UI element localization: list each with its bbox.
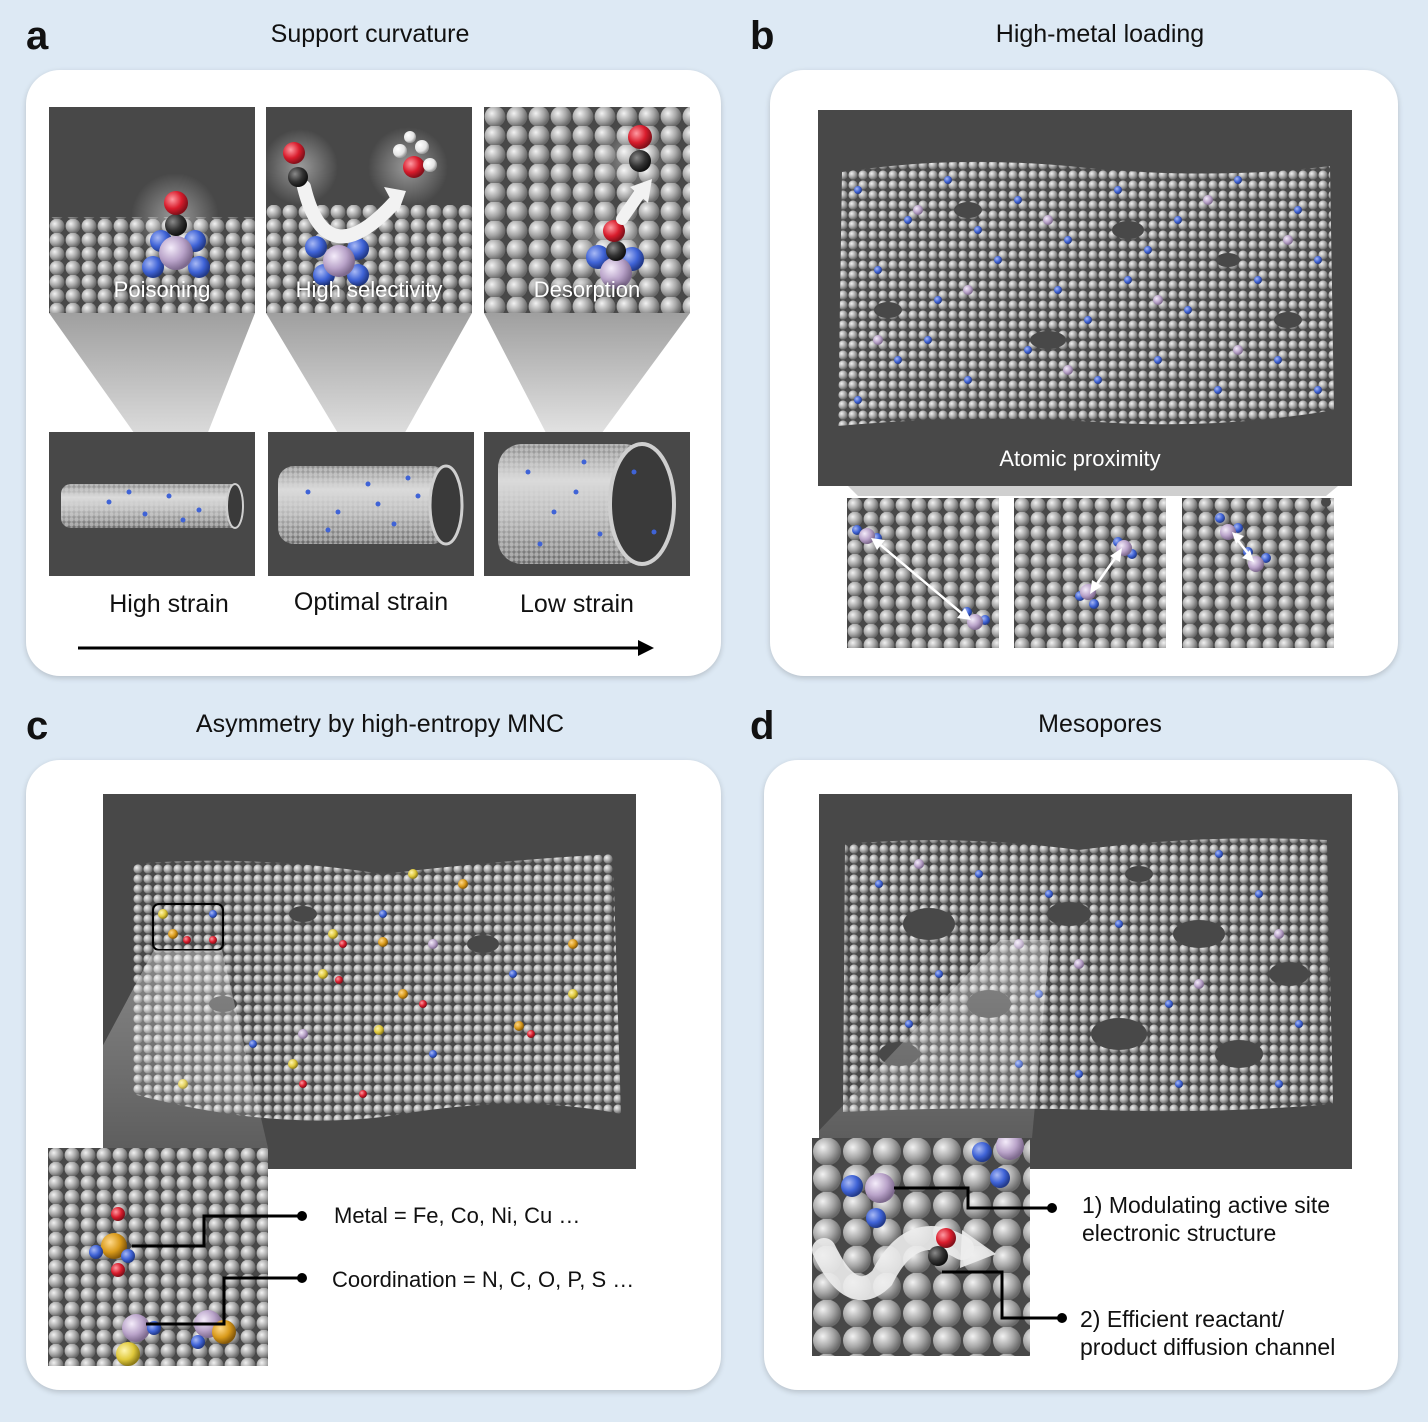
panel-d-letter: d bbox=[750, 704, 775, 748]
high-strain-label: High strain bbox=[109, 590, 229, 618]
proximity-connector bbox=[848, 486, 1338, 496]
panel-c-card: Metal = Fe, Co, Ni, Cu … Coordination = … bbox=[26, 760, 721, 1390]
optimal-strain-tube bbox=[268, 432, 474, 576]
selectivity-label: High selectivity bbox=[295, 277, 443, 302]
panel-d-card: 1) Modulating active site electronic str… bbox=[764, 760, 1398, 1390]
panel-a-card: Poisoning High selectivity bbox=[26, 70, 721, 676]
panel-a-letter: a bbox=[26, 14, 49, 58]
optimal-strain-label: Optimal strain bbox=[293, 588, 449, 616]
panel-a-title: Support curvature bbox=[270, 20, 470, 48]
callout-lines-c bbox=[268, 1211, 307, 1283]
proximity-inset-far bbox=[847, 498, 999, 648]
low-strain-label: Low strain bbox=[520, 590, 634, 618]
poisoning-label: Poisoning bbox=[113, 277, 211, 302]
panel-d-title: Mesopores bbox=[1038, 710, 1162, 738]
zoom-cone-d bbox=[812, 940, 1050, 1138]
note1-line1: 1) Modulating active site bbox=[1082, 1192, 1331, 1218]
panel-b-letter: b bbox=[750, 14, 775, 58]
note2-line2: product diffusion channel bbox=[1080, 1334, 1336, 1360]
metal-label: Metal = Fe, Co, Ni, Cu … bbox=[334, 1203, 581, 1228]
high-strain-tube bbox=[49, 432, 255, 576]
panel-c-title: Asymmetry by high-entropy MNC bbox=[195, 710, 565, 738]
desorption-inset: Desorption bbox=[484, 107, 690, 313]
proximity-inset-mid bbox=[1014, 498, 1166, 648]
proximity-inset-near bbox=[1182, 498, 1334, 648]
callout-lines-d bbox=[1030, 1203, 1067, 1323]
desorption-label: Desorption bbox=[533, 277, 641, 302]
note1-line2: electronic structure bbox=[1082, 1220, 1277, 1246]
zoom-cone-c bbox=[48, 950, 268, 1148]
high-loading-sheet: Atomic proximity bbox=[818, 110, 1352, 486]
poisoning-inset: Poisoning bbox=[49, 107, 255, 313]
strain-arrow bbox=[78, 640, 654, 656]
coordination-label: Coordination = N, C, O, P, S … bbox=[332, 1267, 635, 1292]
panel-b-card: Atomic proximity bbox=[770, 70, 1398, 676]
mesopore-zoom-inset bbox=[812, 1138, 1030, 1356]
high-entropy-zoom-inset bbox=[48, 1148, 268, 1366]
atomic-proximity-label: Atomic proximity bbox=[999, 446, 1161, 471]
low-strain-tube bbox=[484, 432, 690, 576]
panel-b-title: High-metal loading bbox=[995, 20, 1205, 48]
selectivity-inset: High selectivity bbox=[266, 107, 472, 313]
panel-c-letter: c bbox=[26, 704, 49, 748]
note2-line1: 2) Efficient reactant/ bbox=[1080, 1306, 1285, 1332]
